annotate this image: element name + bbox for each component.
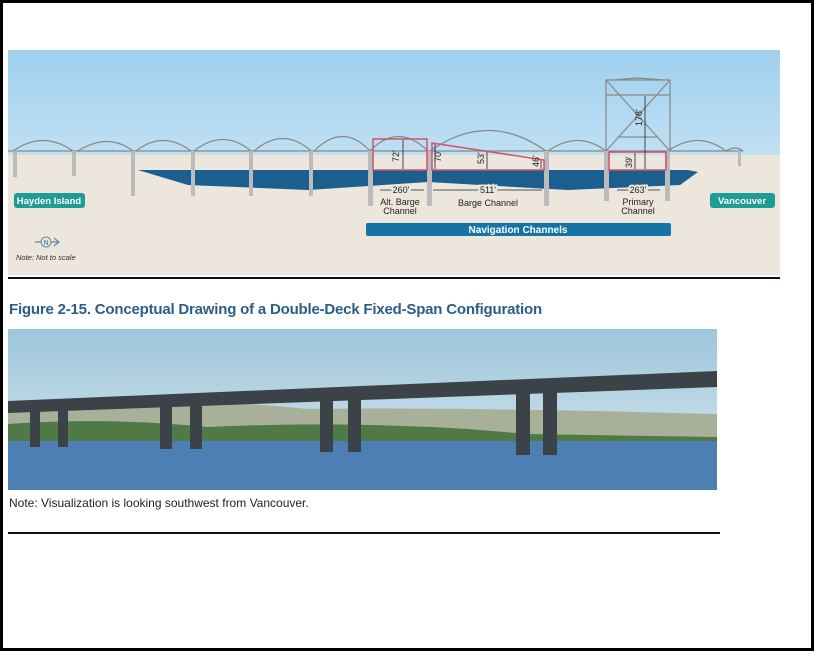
primary-channel-label-1: Primary <box>623 197 654 207</box>
width-alt: 260' <box>393 185 410 195</box>
bridge-piers <box>13 151 741 206</box>
alt-channel-label-1: Alt. Barge <box>380 197 420 207</box>
clearance-barge-mid: 53' <box>476 152 486 164</box>
svg-text:N: N <box>43 240 48 247</box>
clearance-boxes <box>372 138 667 171</box>
barge-channel-label: Barge Channel <box>458 198 518 208</box>
divider <box>8 532 720 534</box>
figure-note: Note: Visualization is looking southwest… <box>9 496 309 510</box>
navigation-channels-label: Navigation Channels <box>469 225 568 236</box>
vancouver-tag <box>710 193 775 208</box>
clearance-primary: 39' <box>624 156 634 168</box>
clearance-alt: 72' <box>391 150 401 162</box>
divider <box>8 277 780 279</box>
bridge-visualization-image <box>8 329 717 490</box>
scale-note: Note: Not to scale <box>16 253 76 262</box>
clearance-barge-right: 46' <box>531 155 541 167</box>
clearance-lift: 178' <box>634 109 644 126</box>
primary-channel-label-2: Channel <box>621 206 655 216</box>
north-arrow-icon: N <box>35 236 60 248</box>
hayden-island-tag <box>14 193 85 208</box>
width-primary: 263' <box>630 185 647 195</box>
hayden-island-label: Hayden Island <box>17 196 82 207</box>
figure-caption: Figure 2-15. Conceptual Drawing of a Dou… <box>9 301 542 318</box>
bridge-trusses <box>8 77 744 152</box>
river-water <box>138 170 698 190</box>
width-barge: 511' <box>480 185 496 195</box>
vancouver-label: Vancouver <box>718 196 766 207</box>
bridge-navigation-diagram: 72' 70' 53' 46' 39' 178' 260' 511' 263' … <box>8 50 780 275</box>
alt-channel-label-2: Channel <box>383 206 417 216</box>
clearance-barge-left: 70' <box>433 150 443 162</box>
navigation-channels-banner <box>366 223 671 236</box>
